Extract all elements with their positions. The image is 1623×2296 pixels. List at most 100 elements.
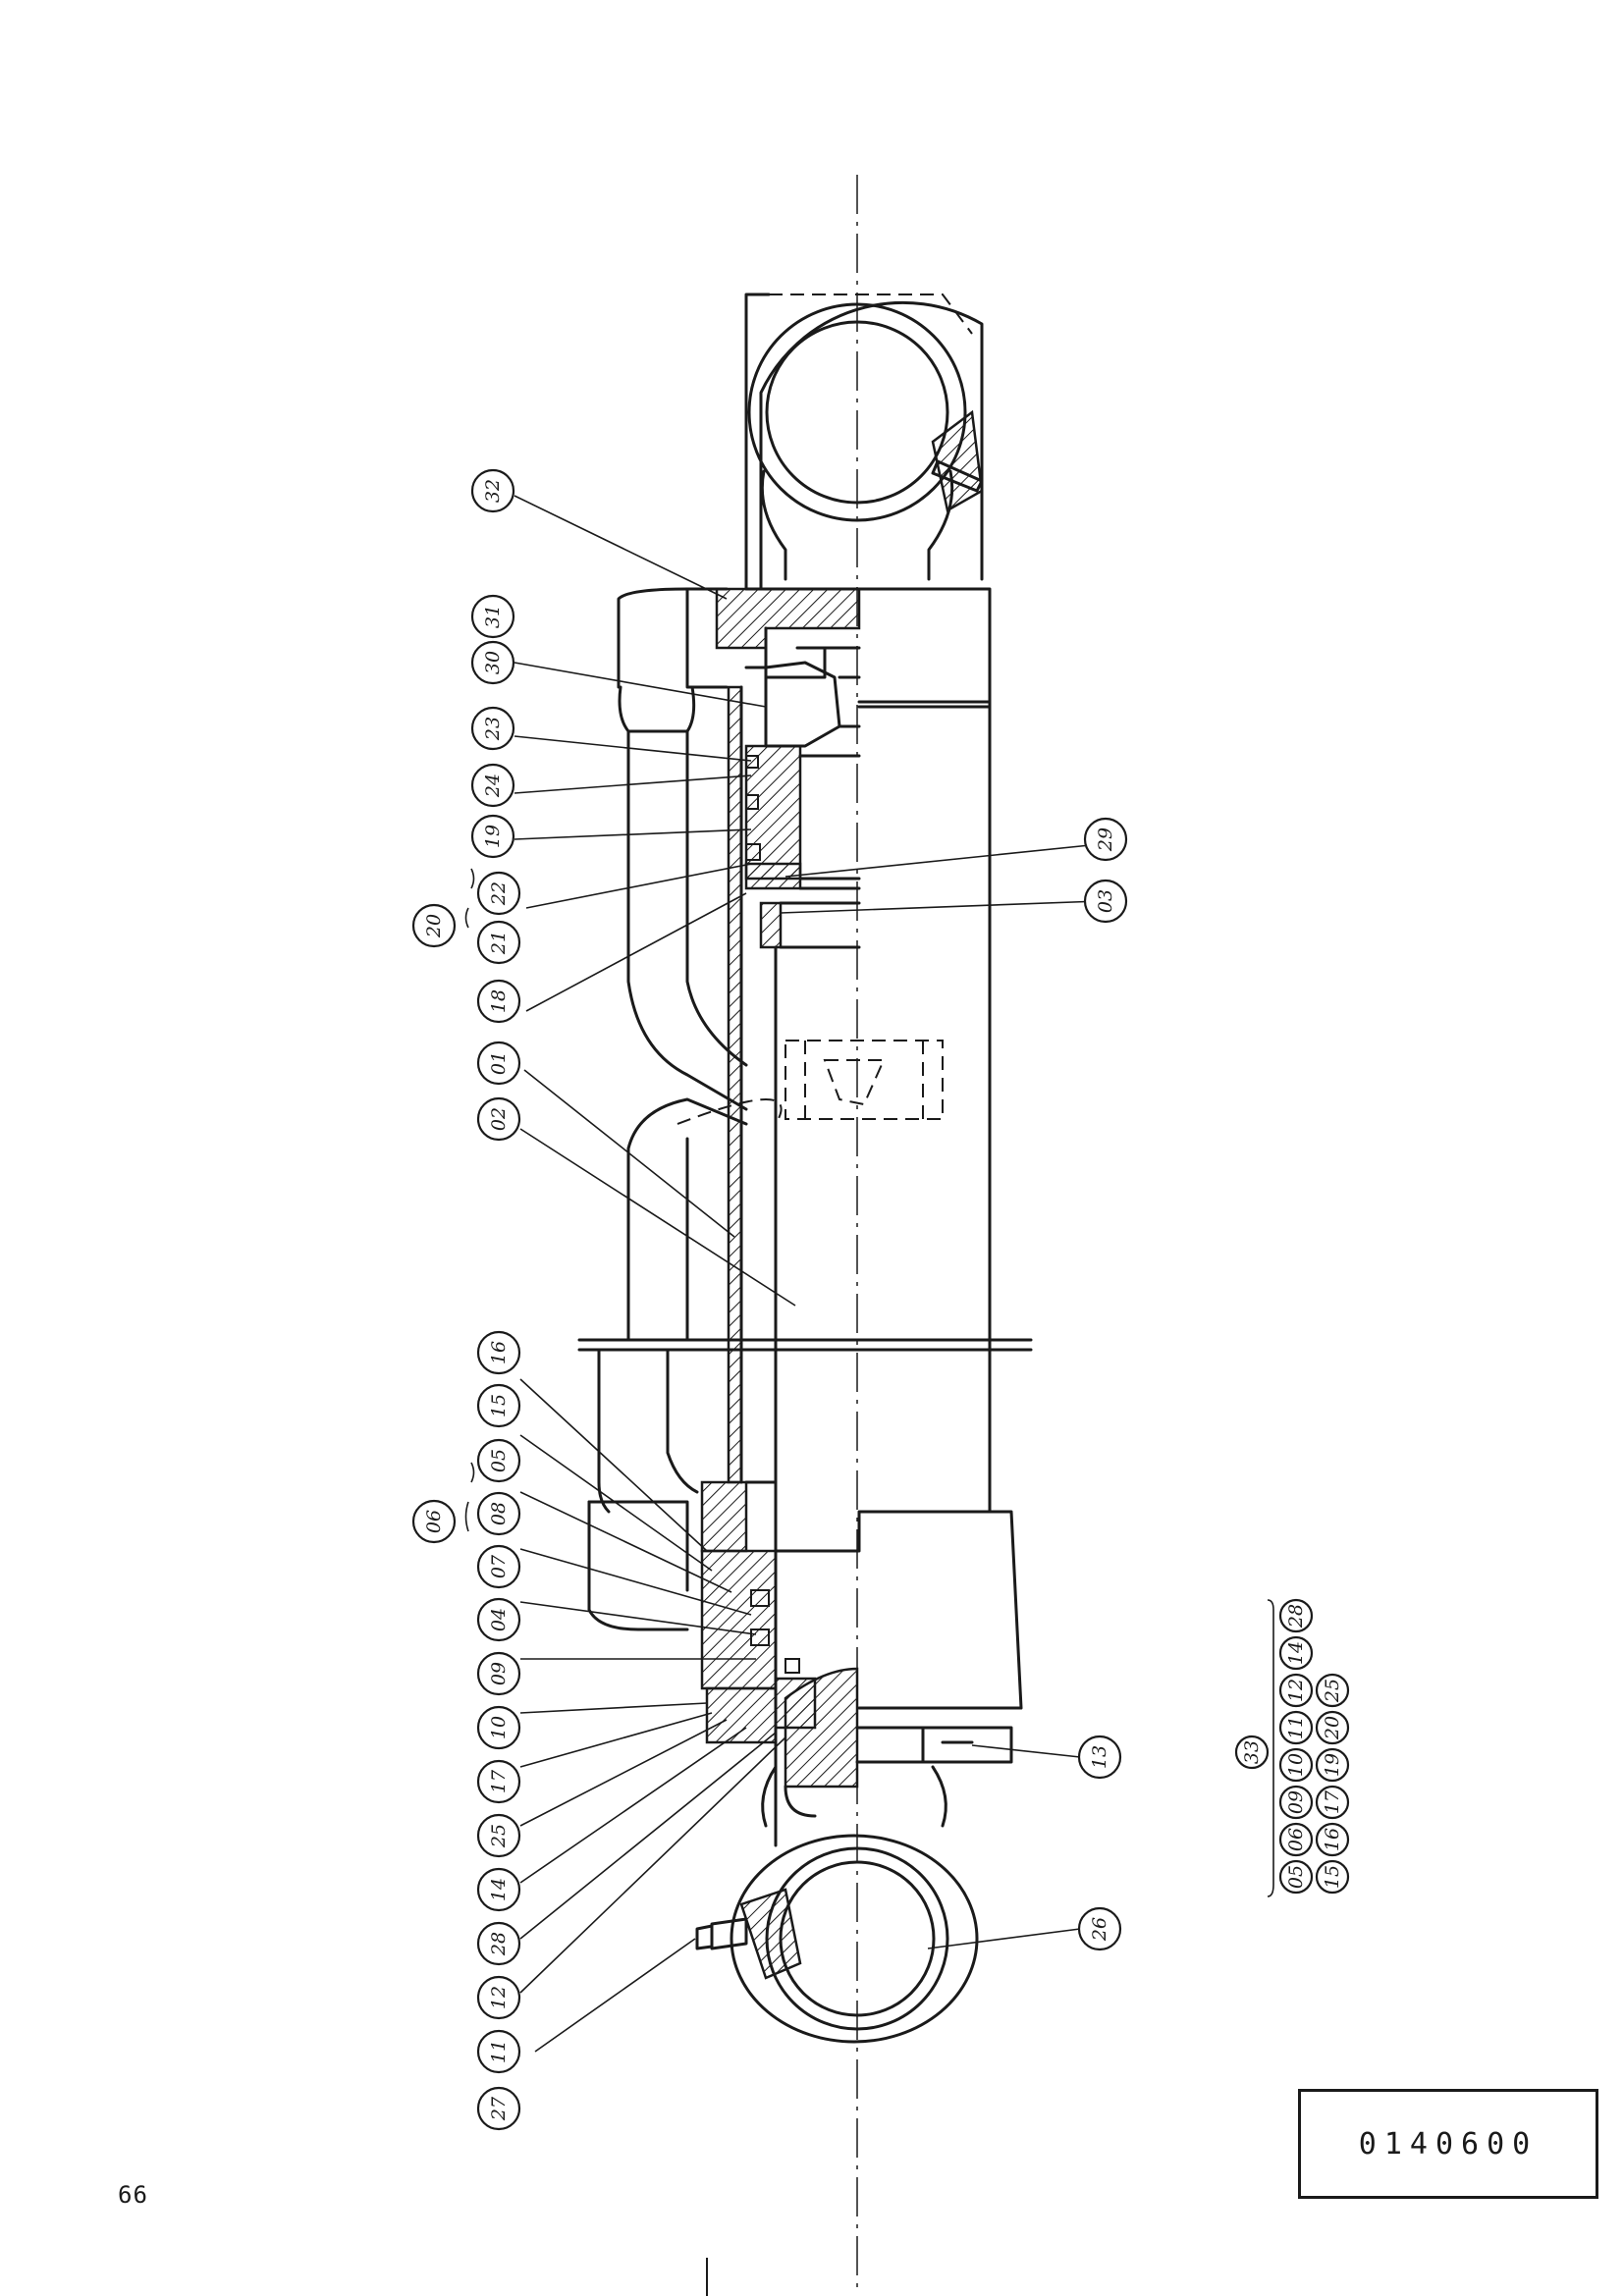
kit-item-19: 19: [1315, 1747, 1350, 1783]
svg-text:25: 25: [1322, 1679, 1343, 1703]
kit-item-16: 16: [1315, 1822, 1350, 1857]
svg-text:29: 29: [1095, 828, 1116, 852]
kit-item-12: 12: [1278, 1673, 1314, 1708]
svg-text:06: 06: [423, 1510, 445, 1533]
callout-24: 24: [470, 763, 515, 808]
svg-text:28: 28: [1285, 1604, 1307, 1629]
callout-05: 05: [476, 1438, 521, 1483]
svg-text:31: 31: [482, 605, 504, 628]
callout-group: 32 31 30 23 24 19 22 21 20 18 01 02 29 03 16 15 05 08 07 06…: [411, 468, 1128, 2131]
callout-18: 18: [476, 979, 521, 1024]
svg-text:05: 05: [488, 1449, 510, 1472]
callout-27: 27: [476, 2086, 521, 2131]
callout-30: 30: [470, 640, 515, 685]
kit-bracket: [1267, 1599, 1274, 1897]
drawing-number: 0140600: [1358, 2126, 1539, 2162]
callout-31: 31: [470, 594, 515, 639]
callout-04: 04: [476, 1597, 521, 1642]
svg-text:14: 14: [1285, 1641, 1307, 1665]
svg-text:16: 16: [488, 1341, 510, 1364]
kit-item-17: 17: [1315, 1785, 1350, 1820]
rod-end-section: [587, 1480, 1023, 1789]
kit-item-05: 05: [1278, 1859, 1314, 1895]
svg-text:03: 03: [1095, 889, 1116, 913]
callout-21: 21: [476, 920, 521, 965]
callout-09: 09: [476, 1651, 521, 1696]
kit-item-11: 11: [1278, 1710, 1314, 1745]
svg-text:19: 19: [1322, 1753, 1343, 1777]
callout-28: 28: [476, 1921, 521, 1966]
svg-text:10: 10: [488, 1716, 510, 1739]
kit-item-14: 14: [1278, 1635, 1314, 1671]
svg-text:28: 28: [488, 1932, 510, 1956]
kit-item-20: 20: [1315, 1710, 1350, 1745]
callout-02: 02: [476, 1096, 521, 1142]
svg-text:02: 02: [488, 1107, 510, 1131]
svg-text:24: 24: [482, 774, 504, 798]
svg-text:13: 13: [1089, 1745, 1110, 1769]
drawing-number-box: 0140600: [1298, 2089, 1598, 2199]
svg-text:33: 33: [1241, 1740, 1263, 1764]
leader-lines: [464, 495, 1101, 2053]
callout-22: 22: [476, 871, 521, 916]
svg-text:15: 15: [488, 1394, 510, 1417]
svg-text:18: 18: [488, 989, 510, 1013]
kit-item-10: 10: [1278, 1747, 1314, 1783]
svg-text:26: 26: [1089, 1917, 1110, 1942]
svg-text:20: 20: [423, 914, 445, 938]
callout-17: 17: [476, 1759, 521, 1804]
head-end-section: [715, 587, 992, 1514]
svg-text:10: 10: [1285, 1753, 1307, 1777]
svg-text:21: 21: [488, 931, 510, 955]
svg-text:15: 15: [1322, 1865, 1343, 1889]
svg-text:23: 23: [482, 717, 504, 741]
callout-06: 06: [411, 1499, 457, 1544]
svg-text:12: 12: [488, 1986, 510, 2009]
external-pipe: [597, 587, 748, 1514]
svg-text:32: 32: [482, 479, 504, 503]
page-number: 66: [118, 2181, 148, 2209]
callout-14: 14: [476, 1867, 521, 1912]
kit-item-25: 25: [1315, 1673, 1350, 1708]
svg-text:06: 06: [1285, 1828, 1307, 1851]
svg-text:11: 11: [1285, 1716, 1307, 1739]
svg-text:05: 05: [1285, 1865, 1307, 1889]
svg-text:30: 30: [482, 651, 504, 674]
svg-text:09: 09: [488, 1662, 510, 1685]
svg-text:14: 14: [488, 1878, 510, 1901]
cylinder-tube: [577, 685, 1033, 1847]
svg-text:17: 17: [488, 1769, 510, 1793]
svg-text:19: 19: [482, 825, 504, 848]
svg-text:17: 17: [1322, 1789, 1343, 1814]
kit-label-33: 33: [1234, 1735, 1270, 1770]
callout-07: 07: [476, 1544, 521, 1589]
svg-text:20: 20: [1322, 1716, 1343, 1740]
svg-text:01: 01: [488, 1051, 510, 1075]
callout-13: 13: [1077, 1735, 1122, 1780]
callout-32: 32: [470, 468, 515, 513]
svg-text:25: 25: [488, 1824, 510, 1848]
kit-item-28: 28: [1278, 1598, 1314, 1633]
callout-11: 11: [476, 2029, 521, 2074]
svg-text:22: 22: [488, 881, 510, 906]
callout-26: 26: [1077, 1906, 1122, 1951]
svg-text:08: 08: [488, 1502, 510, 1525]
callout-08: 08: [476, 1491, 521, 1536]
callout-01: 01: [476, 1041, 521, 1086]
svg-text:04: 04: [488, 1608, 510, 1631]
hidden-port-detail: [676, 1040, 944, 1125]
callout-29: 29: [1083, 817, 1128, 862]
callout-25: 25: [476, 1813, 521, 1858]
callout-03: 03: [1083, 879, 1128, 924]
kit-item-06: 06: [1278, 1822, 1314, 1857]
callout-16: 16: [476, 1330, 521, 1375]
top-grease-nipple: [931, 409, 984, 512]
svg-text:11: 11: [488, 2040, 510, 2063]
callout-19: 19: [470, 814, 515, 859]
callout-12: 12: [476, 1975, 521, 2020]
bottom-grease-nipple: [695, 1888, 802, 1980]
kit-item-09: 09: [1278, 1785, 1314, 1820]
kit-item-15: 15: [1315, 1859, 1350, 1895]
svg-text:07: 07: [488, 1554, 510, 1578]
